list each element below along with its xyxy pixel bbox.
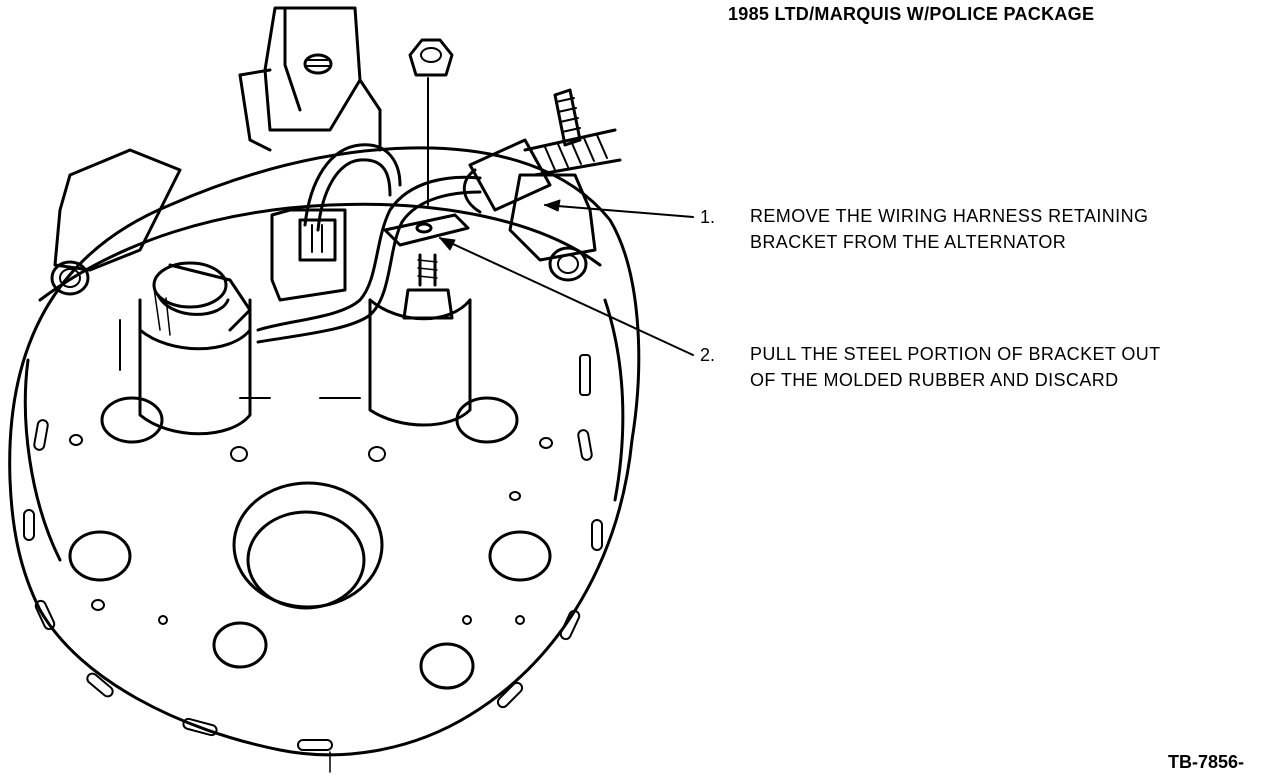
callout-1-line-1: REMOVE THE WIRING HARNESS RETAINING (750, 206, 1149, 226)
callout-2-line-1: PULL THE STEEL PORTION OF BRACKET OUT (750, 344, 1161, 364)
callout-2-number: 2. (700, 345, 716, 365)
figure-reference-number: TB-7856- (1168, 752, 1245, 772)
callout-2-line-2: OF THE MOLDED RUBBER AND DISCARD (750, 370, 1119, 390)
vent-hole (102, 398, 162, 442)
cable-bundle (525, 130, 620, 175)
callout-1-line-2: BRACKET FROM THE ALTERNATOR (750, 232, 1067, 252)
page-title: 1985 LTD/MARQUIS W/POLICE PACKAGE (728, 4, 1095, 24)
bearing-boss-inner (248, 512, 364, 608)
mounting-bolt-right (550, 248, 586, 280)
mounting-ear-right (510, 175, 595, 260)
hex-nut-top (410, 40, 452, 75)
housing-inner-rim (40, 204, 600, 300)
terminal-post-left (140, 300, 250, 434)
callout-1-text: REMOVE THE WIRING HARNESS RETAINING BRAC… (750, 203, 1148, 255)
callout-2-text: PULL THE STEEL PORTION OF BRACKET OUT OF… (750, 341, 1161, 393)
mounting-bolt-left (52, 262, 88, 294)
terminal-post-right (370, 300, 470, 425)
steel-bracket (385, 215, 468, 245)
molded-rubber-boot (470, 140, 550, 210)
lug-bolt-hole (305, 55, 331, 73)
leader-line-1 (545, 205, 693, 217)
leader-line-2 (440, 238, 693, 355)
regulator-plug (272, 210, 345, 300)
wiring-harness (258, 177, 480, 330)
terminal-cap-left (154, 263, 226, 307)
top-mounting-lug (265, 8, 360, 130)
alternator-rear-housing (10, 148, 639, 755)
callout-1-number: 1. (700, 207, 716, 227)
